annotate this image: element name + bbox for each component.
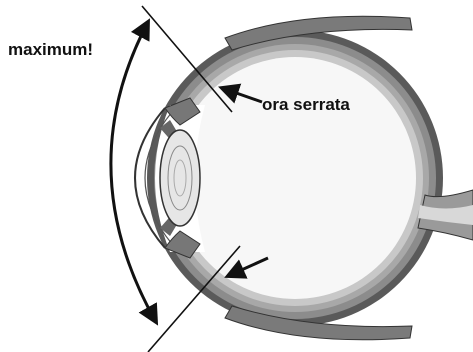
vitreous-chamber: [174, 57, 416, 299]
ora-serrata-label: ora serrata: [262, 95, 350, 115]
range-label: maximum!: [8, 40, 93, 60]
lens: [160, 130, 200, 226]
